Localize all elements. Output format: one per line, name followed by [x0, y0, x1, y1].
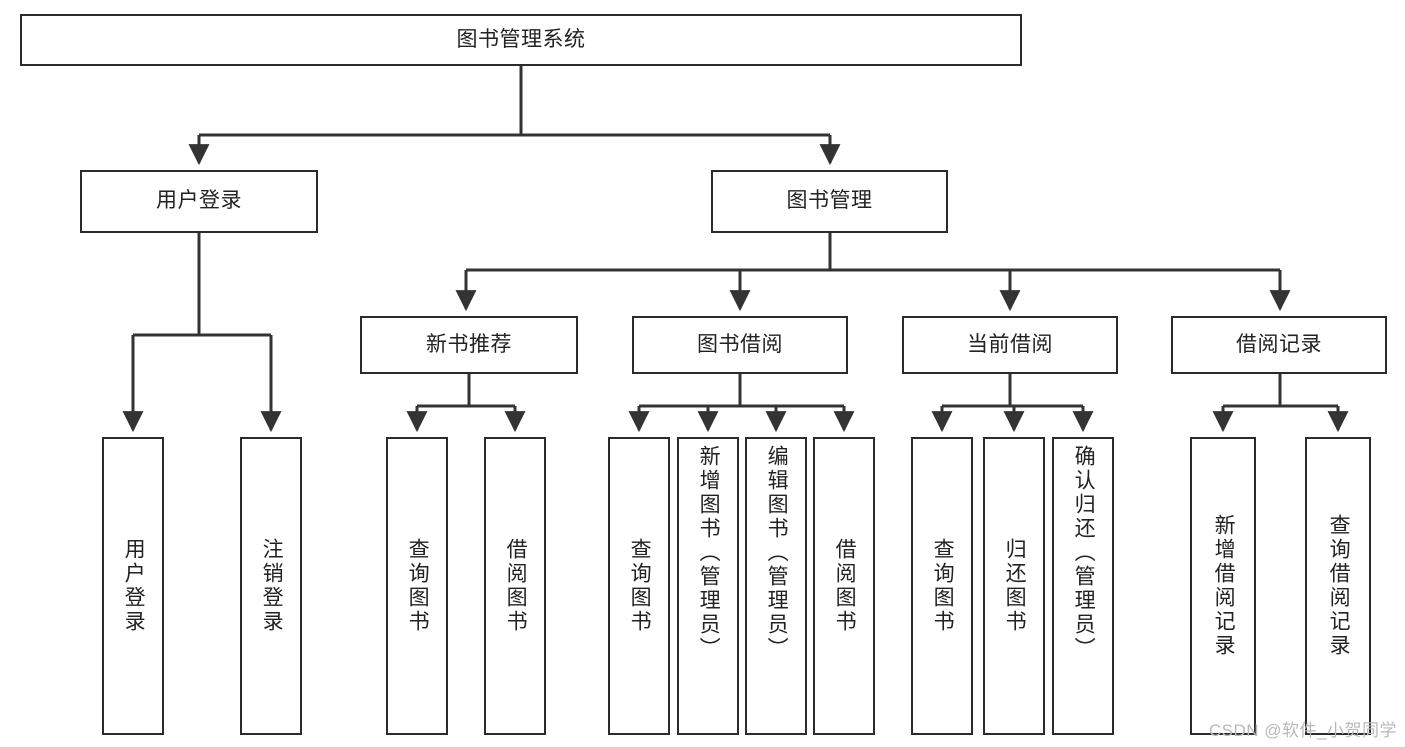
node-leaf-edit-book-label: 编辑图书（管理员）: [765, 445, 789, 661]
node-leaf-borrow-book-label: 借阅图书: [833, 538, 857, 634]
node-new-book-recommend[interactable]: 新书推荐: [360, 316, 578, 374]
node-leaf-return-book[interactable]: 归还图书: [983, 437, 1045, 735]
node-book-borrow[interactable]: 图书借阅: [632, 316, 848, 374]
node-leaf-query-book-recommend[interactable]: 查询图书: [386, 437, 448, 735]
node-leaf-add-borrow-record[interactable]: 新增借阅记录: [1190, 437, 1256, 735]
node-leaf-logout[interactable]: 注销登录: [240, 437, 302, 735]
node-book-manage-label: 图书管理: [786, 189, 873, 213]
node-user-login[interactable]: 用户登录: [80, 170, 318, 233]
node-leaf-logout-label: 注销登录: [260, 538, 284, 634]
node-leaf-edit-book[interactable]: 编辑图书（管理员）: [745, 437, 807, 735]
node-leaf-confirm-return[interactable]: 确认归还（管理员）: [1052, 437, 1114, 735]
node-leaf-query-book-borrow-label: 查询图书: [628, 538, 652, 634]
node-new-book-recommend-label: 新书推荐: [426, 332, 512, 356]
node-leaf-query-book-recommend-label: 查询图书: [406, 538, 430, 634]
node-leaf-query-borrow-record-label: 查询借阅记录: [1327, 514, 1351, 658]
node-leaf-return-book-label: 归还图书: [1003, 538, 1027, 634]
node-borrow-record-label: 借阅记录: [1236, 332, 1322, 356]
node-leaf-query-book-borrow[interactable]: 查询图书: [608, 437, 670, 735]
node-leaf-borrow-book-recommend-label: 借阅图书: [504, 538, 528, 634]
node-book-borrow-label: 图书借阅: [697, 332, 783, 356]
node-current-borrow-label: 当前借阅: [967, 332, 1053, 356]
node-leaf-query-book-current-label: 查询图书: [931, 538, 955, 634]
node-borrow-record[interactable]: 借阅记录: [1171, 316, 1387, 374]
node-leaf-add-book[interactable]: 新增图书（管理员）: [677, 437, 739, 735]
node-current-borrow[interactable]: 当前借阅: [902, 316, 1118, 374]
node-root[interactable]: 图书管理系统: [20, 14, 1022, 66]
node-leaf-query-borrow-record[interactable]: 查询借阅记录: [1305, 437, 1371, 735]
node-leaf-user-login[interactable]: 用户登录: [102, 437, 164, 735]
node-leaf-borrow-book-recommend[interactable]: 借阅图书: [484, 437, 546, 735]
node-book-manage[interactable]: 图书管理: [711, 170, 948, 233]
node-leaf-confirm-return-label: 确认归还（管理员）: [1072, 445, 1096, 661]
node-leaf-add-book-label: 新增图书（管理员）: [697, 445, 721, 661]
node-root-label: 图书管理系统: [456, 27, 586, 51]
node-leaf-borrow-book[interactable]: 借阅图书: [813, 437, 875, 735]
node-leaf-add-borrow-record-label: 新增借阅记录: [1212, 514, 1236, 658]
node-leaf-user-login-label: 用户登录: [122, 538, 146, 634]
node-leaf-query-book-current[interactable]: 查询图书: [911, 437, 973, 735]
node-user-login-label: 用户登录: [156, 189, 242, 213]
